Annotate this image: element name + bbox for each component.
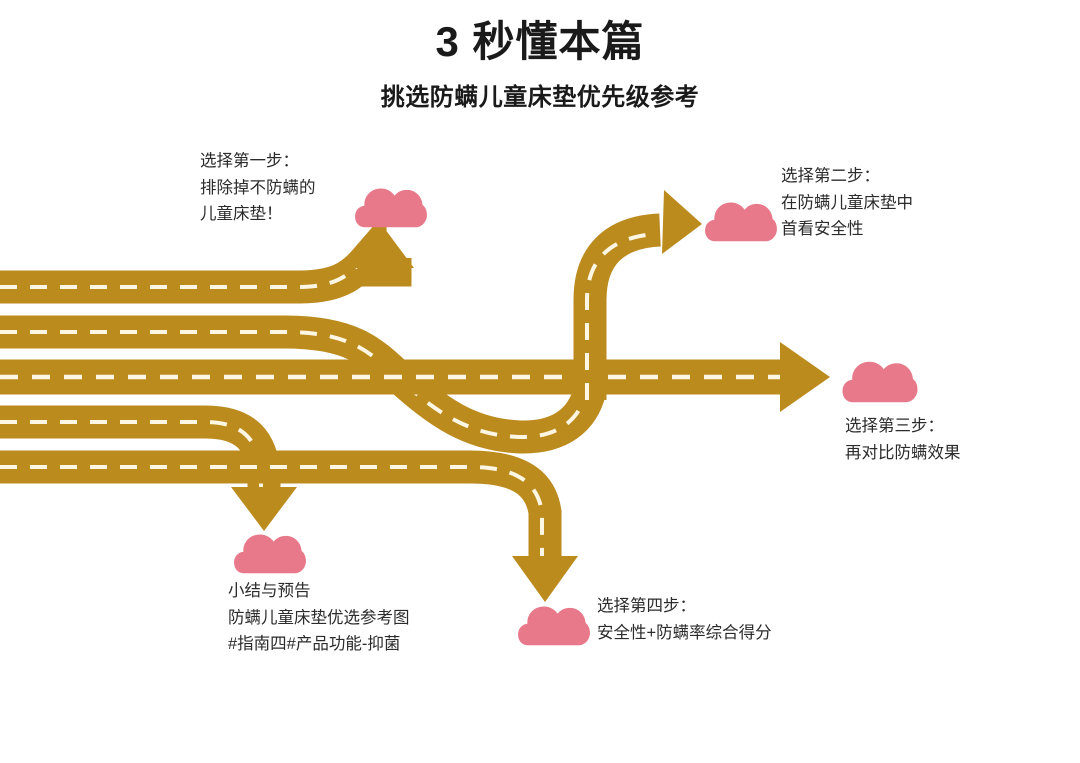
caption-step-1: 选择第一步： 排除掉不防螨的 儿童床垫！ bbox=[200, 152, 316, 224]
caption-step-4: 选择第四步： 安全性+防螨率综合得分 bbox=[597, 597, 772, 642]
step-2-riser bbox=[573, 213, 662, 400]
cloud-marker-step-2 bbox=[705, 202, 777, 242]
lane-5-to-step-4 bbox=[0, 450, 562, 560]
arrow-down-summary bbox=[231, 487, 297, 531]
cloud-marker-step-1 bbox=[355, 188, 427, 228]
caption-step-2: 选择第二步： 在防螨儿童床垫中 首看安全性 bbox=[781, 167, 913, 239]
lane-2-to-step-2 bbox=[0, 315, 607, 454]
arrow-right-step-3 bbox=[780, 342, 830, 412]
road-lanes-group bbox=[0, 210, 790, 560]
cloud-marker-step-4 bbox=[518, 606, 590, 646]
cloud-marker-summary bbox=[234, 534, 306, 574]
arrow-down-step-4 bbox=[512, 556, 578, 602]
cloud-marker-step-3 bbox=[842, 361, 918, 403]
arrow-up-step-1 bbox=[350, 225, 414, 268]
arrowheads-group bbox=[231, 190, 830, 602]
lane-1-to-step-1 bbox=[0, 210, 412, 304]
caption-step-3: 选择第三步： 再对比防螨效果 bbox=[845, 417, 961, 462]
caption-summary: 小结与预告 防螨儿童床垫优选参考图 #指南四#产品功能-抑菌 bbox=[228, 582, 410, 654]
arrow-up-right-step-2 bbox=[662, 190, 702, 254]
